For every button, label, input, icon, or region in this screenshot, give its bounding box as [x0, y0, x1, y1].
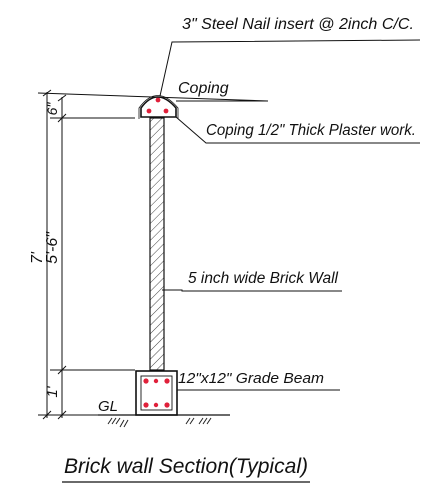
brick-wall [149, 117, 165, 371]
grade-beam-stirrup [140, 375, 173, 411]
dimension-coping-height: 6" [44, 102, 60, 116]
dimension-lines [37, 89, 269, 420]
coping-rebar [146, 108, 152, 114]
beam-rebar [164, 402, 170, 408]
drawing-title: Brick wall Section(Typical) [64, 455, 308, 478]
grade-beam-label: 12"x12" Grade Beam [178, 370, 324, 387]
dimension-wall-height: 5'-6" [44, 231, 61, 264]
beam-rebar [153, 378, 159, 384]
ground-hatch [107, 417, 212, 428]
coping-plaster-layer [138, 95, 179, 119]
dimension-total: 7' [29, 251, 46, 264]
beam-rebar [164, 378, 170, 384]
coping-plaster-label: Coping 1/2" Thick Plaster work. [206, 122, 416, 139]
beam-rebar [143, 402, 149, 408]
coping-rebar [163, 108, 169, 114]
grade-beam [135, 370, 178, 416]
brick-wall-label: 5 inch wide Brick Wall [188, 270, 339, 287]
ground-level-label: GL [98, 398, 118, 415]
coping-rebar [155, 97, 161, 103]
beam-rebar [153, 402, 159, 408]
dimension-beam-height: 1' [44, 385, 61, 397]
beam-rebar [143, 378, 149, 384]
leader-lines [159, 39, 421, 391]
steel-nail-label: 3" Steel Nail insert @ 2inch C/C. [182, 16, 414, 33]
coping-label: Coping [178, 80, 229, 97]
